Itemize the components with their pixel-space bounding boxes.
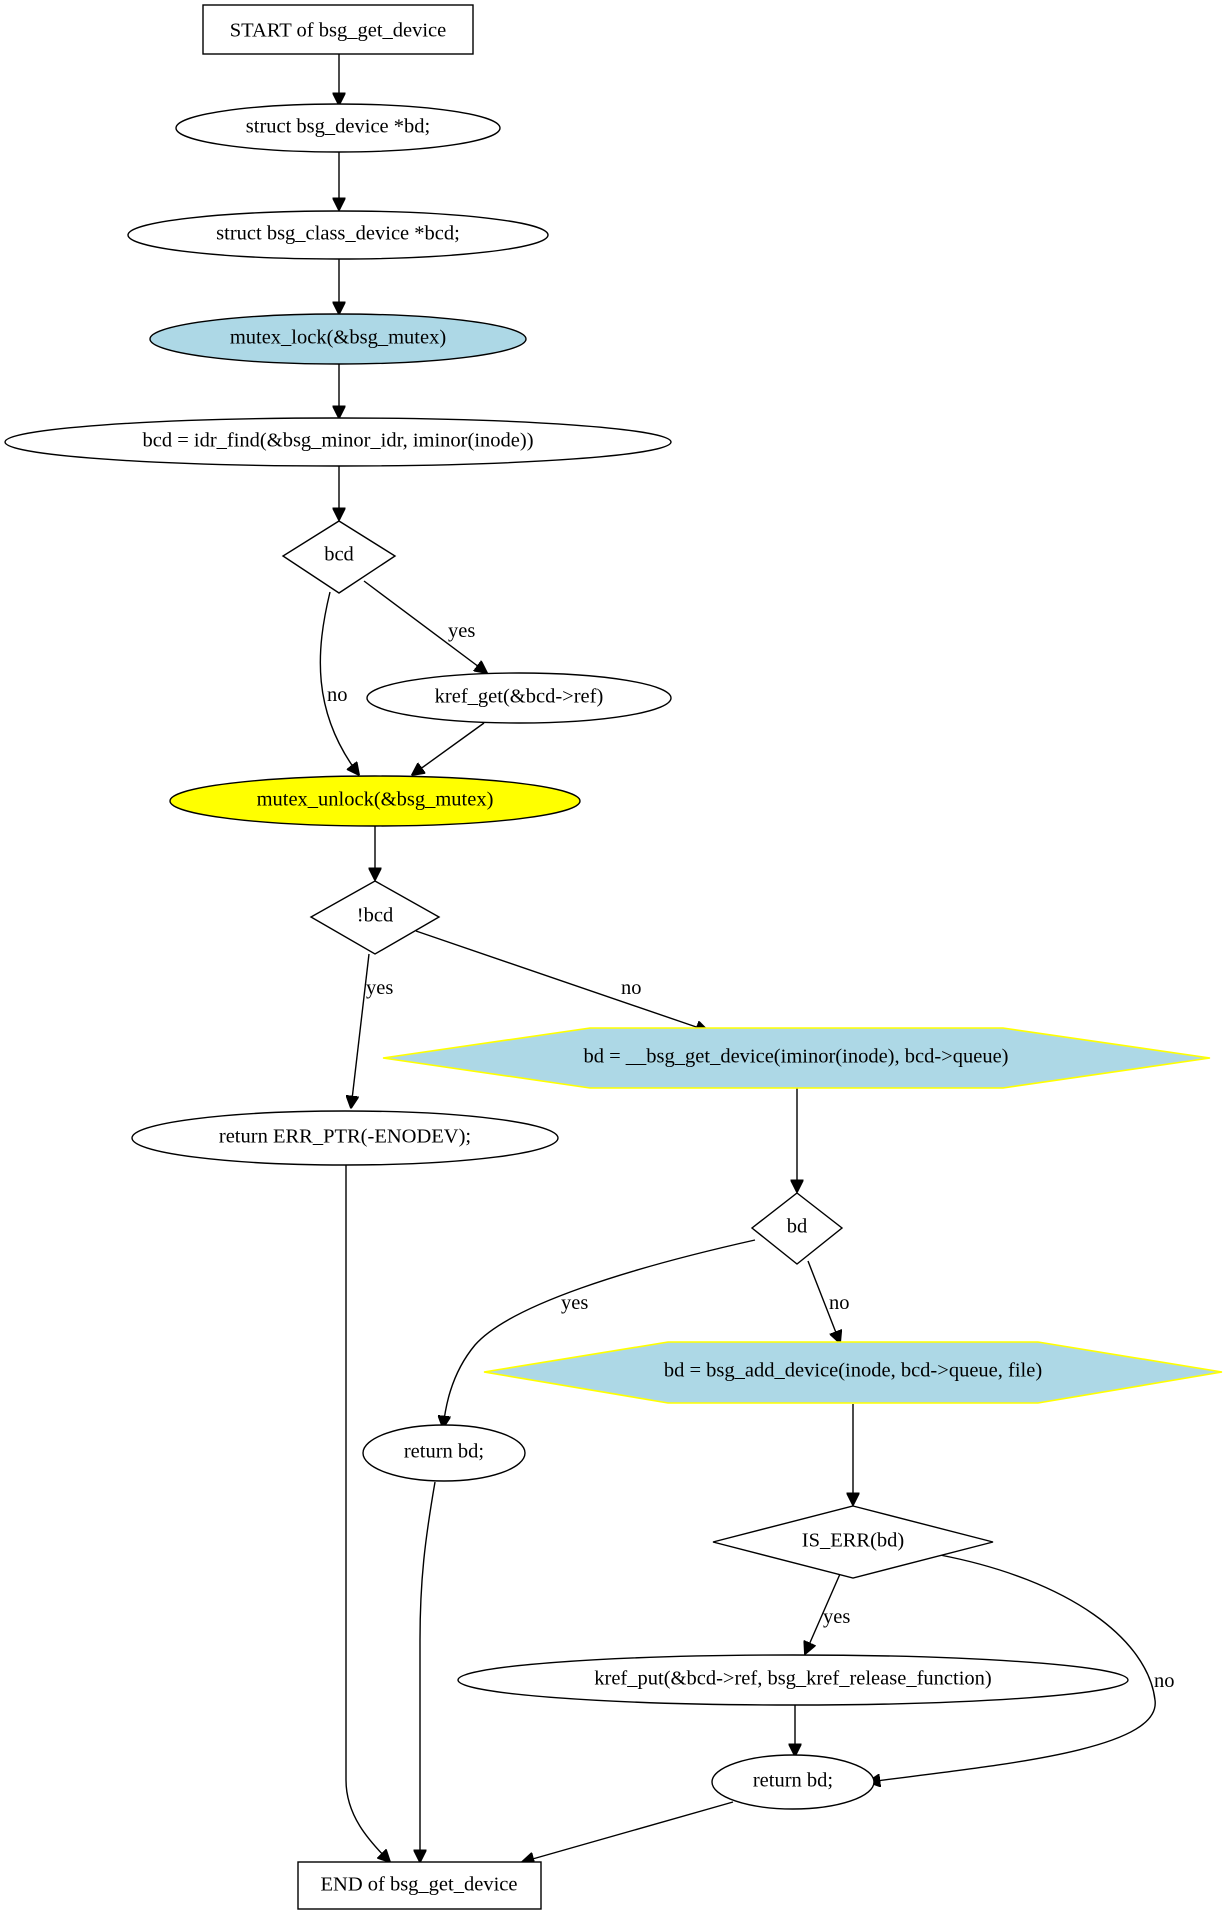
bsg-add-device-node: bd = bsg_add_device(inode, bcd->queue, f… xyxy=(483,1341,1223,1404)
edge-cond-not-bcd-to-return-enodev xyxy=(351,953,370,1108)
edge-cond-is-err-to-kref-put xyxy=(805,1573,841,1654)
edge-label-bcd-yes: yes xyxy=(448,620,475,642)
return-bd-2-label: return bd; xyxy=(753,1770,833,1792)
mutex-lock-node: mutex_lock(&bsg_mutex) xyxy=(149,313,527,365)
return-bd-1-label: return bd; xyxy=(404,1441,484,1463)
edge-labels: yes no yes no yes no yes no xyxy=(327,620,1175,1692)
bsg-get-device-node: bd = __bsg_get_device(iminor(inode), bcd… xyxy=(382,1027,1211,1089)
edge-return-bd-1-to-end xyxy=(420,1481,436,1862)
bsg-get-device-label: bd = __bsg_get_device(iminor(inode), bcd… xyxy=(583,1046,1008,1068)
cond-bd-label: bd xyxy=(787,1216,808,1238)
start-node: START of bsg_get_device xyxy=(202,4,474,55)
decl-bd-node: struct bsg_device *bd; xyxy=(175,103,501,153)
bsg-add-device-label: bd = bsg_add_device(inode, bcd->queue, f… xyxy=(664,1360,1042,1382)
edge-cond-bd-to-bsg-add-device xyxy=(807,1260,840,1343)
edge-return-enodev-to-end xyxy=(345,1165,390,1862)
return-bd-2-node: return bd; xyxy=(711,1754,875,1810)
start-node-label: START of bsg_get_device xyxy=(230,20,447,42)
cond-bcd-node: bcd xyxy=(281,520,397,594)
decl-bd-label: struct bsg_device *bd; xyxy=(246,116,430,138)
cond-is-err-label: IS_ERR(bd) xyxy=(802,1530,905,1552)
cond-bcd-label: bcd xyxy=(324,544,354,566)
cond-not-bcd-node: !bcd xyxy=(309,880,441,955)
kref-get-node: kref_get(&bcd->ref) xyxy=(366,672,672,724)
edge-label-not-bcd-yes: yes xyxy=(366,977,393,999)
kref-get-label: kref_get(&bcd->ref) xyxy=(435,686,604,708)
edge-cond-bcd-to-mutex-unlock xyxy=(319,591,359,775)
decl-bcd-node: struct bsg_class_device *bcd; xyxy=(127,210,549,260)
edge-label-bd-yes: yes xyxy=(561,1292,588,1314)
edge-return-bd-2-to-end xyxy=(522,1801,734,1862)
edges xyxy=(319,54,1156,1862)
edge-label-bcd-no: no xyxy=(327,684,348,706)
mutex-lock-label: mutex_lock(&bsg_mutex) xyxy=(230,327,446,349)
return-enodev-node: return ERR_PTR(-ENODEV); xyxy=(131,1110,559,1166)
edge-label-is-err-yes: yes xyxy=(823,1606,850,1628)
idr-find-label: bcd = idr_find(&bsg_minor_idr, iminor(in… xyxy=(142,430,533,452)
decl-bcd-label: struct bsg_class_device *bcd; xyxy=(216,223,460,245)
edge-label-bd-no: no xyxy=(829,1292,850,1314)
kref-put-node: kref_put(&bcd->ref, bsg_kref_release_fun… xyxy=(457,1654,1129,1706)
end-node: END of bsg_get_device xyxy=(297,1861,542,1910)
cond-bd-node: bd xyxy=(750,1192,844,1265)
edge-label-is-err-no: no xyxy=(1154,1670,1175,1692)
mutex-unlock-node: mutex_unlock(&bsg_mutex) xyxy=(169,775,581,827)
idr-find-node: bcd = idr_find(&bsg_minor_idr, iminor(in… xyxy=(4,417,672,467)
nodes: START of bsg_get_device struct bsg_devic… xyxy=(4,4,1223,1910)
return-bd-1-node: return bd; xyxy=(362,1424,526,1482)
return-enodev-label: return ERR_PTR(-ENODEV); xyxy=(219,1126,471,1148)
edge-cond-bd-to-return-bd-1 xyxy=(443,1239,756,1428)
edge-cond-bcd-to-kref-get xyxy=(363,580,487,673)
edge-kref-get-to-mutex-unlock xyxy=(412,722,485,775)
cond-is-err-node: IS_ERR(bd) xyxy=(712,1505,994,1579)
edge-label-not-bcd-no: no xyxy=(621,977,642,999)
cond-not-bcd-label: !bcd xyxy=(357,905,393,927)
edge-cond-is-err-to-return-bd-2 xyxy=(868,1554,1156,1782)
end-node-label: END of bsg_get_device xyxy=(321,1874,518,1896)
edge-cond-not-bcd-to-bsg-get-device xyxy=(415,930,708,1031)
mutex-unlock-label: mutex_unlock(&bsg_mutex) xyxy=(257,789,494,811)
kref-put-label: kref_put(&bcd->ref, bsg_kref_release_fun… xyxy=(594,1668,991,1690)
